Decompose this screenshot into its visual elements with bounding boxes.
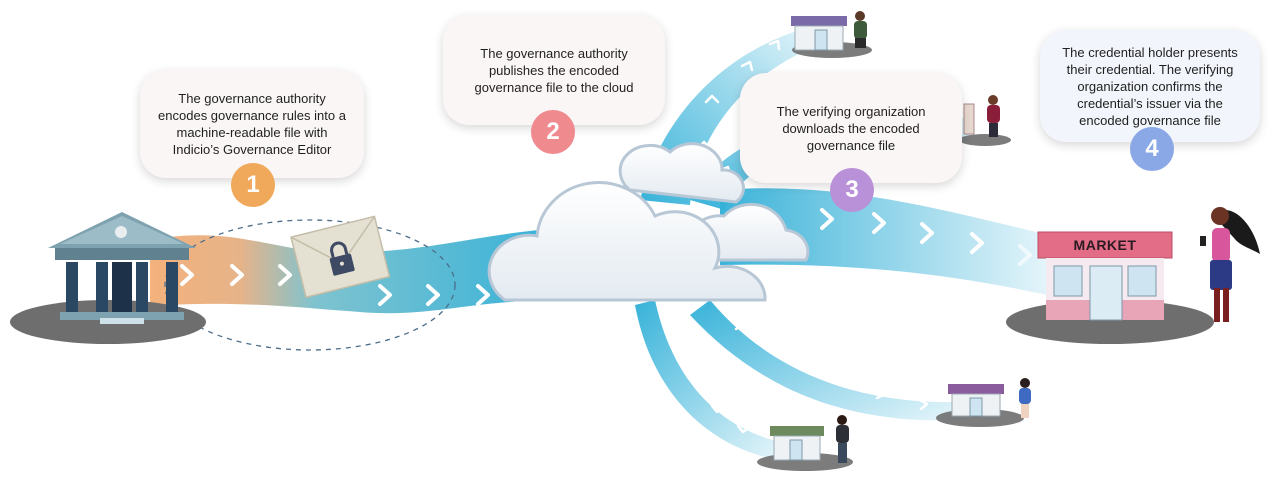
transfer-orbit bbox=[164, 219, 456, 351]
step-2-callout: The governance authority publishes the e… bbox=[443, 15, 665, 125]
chevron-icon bbox=[1018, 244, 1032, 266]
stream-cloud-to-store-bottom bbox=[635, 300, 780, 460]
step-4-text: The credential holder presents their cre… bbox=[1062, 44, 1238, 128]
step-4-badge: 4 bbox=[1130, 127, 1174, 171]
storefront-icon bbox=[791, 16, 847, 51]
chevron-icon bbox=[920, 222, 934, 244]
storefront-icon bbox=[948, 384, 1004, 417]
government-building-icon bbox=[48, 212, 196, 324]
step-2-text: The governance authority publishes the e… bbox=[474, 45, 634, 95]
step-1-text: The governance authority encodes governa… bbox=[158, 91, 346, 157]
chevron-icon bbox=[872, 212, 886, 234]
locked-envelope-icon bbox=[290, 215, 391, 299]
person-icon bbox=[854, 11, 867, 48]
person-icon bbox=[963, 95, 1000, 137]
market-sign: MARKET bbox=[1073, 237, 1137, 253]
market-storefront-icon bbox=[1037, 231, 1173, 321]
step-4-callout: The credential holder presents their cre… bbox=[1040, 30, 1260, 142]
chevron-icon bbox=[426, 284, 440, 306]
chevron-icon bbox=[180, 264, 194, 286]
step-2-badge: 2 bbox=[531, 110, 575, 154]
step-3-callout: The verifying organization downloads the… bbox=[740, 73, 962, 183]
chevron-icon bbox=[230, 264, 244, 286]
chevron-icon bbox=[970, 232, 984, 254]
person-icon bbox=[836, 415, 849, 463]
step-1-badge: 1 bbox=[231, 163, 275, 207]
credential-holder-person-icon bbox=[1200, 207, 1260, 322]
chevron-icon bbox=[476, 284, 490, 306]
chevron-icon bbox=[820, 208, 834, 230]
step-3-text: The verifying organization downloads the… bbox=[776, 103, 926, 153]
stream-cloud-to-market bbox=[720, 188, 1070, 300]
storefront-icon bbox=[770, 426, 824, 461]
step-3-badge: 3 bbox=[830, 168, 874, 212]
cloud-icon bbox=[487, 142, 810, 302]
chevron-icon bbox=[378, 284, 392, 306]
flow-chevrons bbox=[180, 208, 1032, 306]
chevron-icon bbox=[278, 264, 292, 286]
step-1-callout: The governance authority encodes governa… bbox=[140, 70, 364, 178]
person-icon bbox=[1019, 378, 1031, 418]
stream-cloud-to-store-bottom-right bbox=[690, 300, 960, 421]
